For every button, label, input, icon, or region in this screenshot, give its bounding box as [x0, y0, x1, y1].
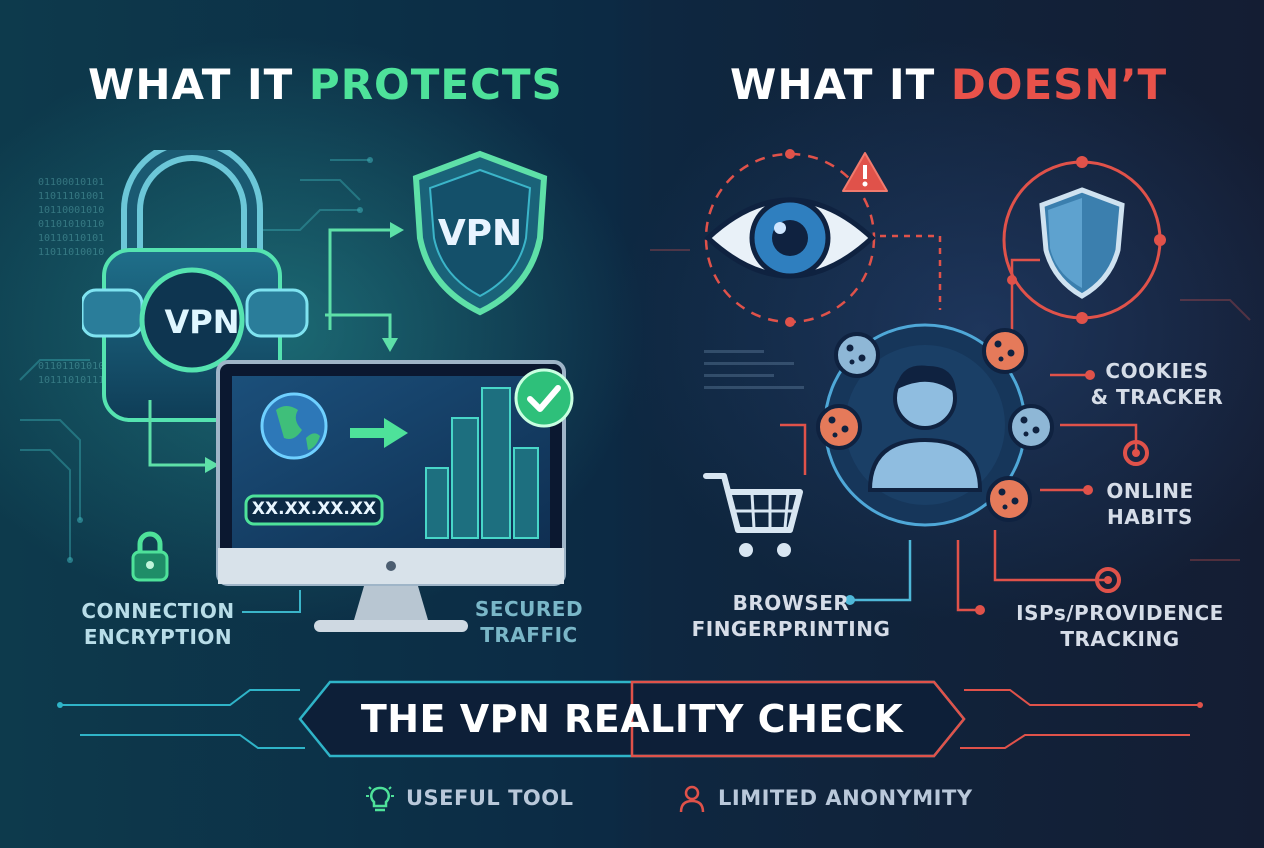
red-shield-icon — [1002, 156, 1166, 324]
label-line: ISPs/PROVIDENCE — [1016, 601, 1224, 625]
banner-frame — [57, 680, 1203, 758]
ip-address-field: XX.XX.XX.XX — [251, 499, 377, 519]
connector-lines-right — [780, 234, 1149, 615]
right-title-highlight: DOESN’T — [950, 60, 1168, 109]
small-padlock-icon — [131, 531, 169, 582]
binary-line: 01101010110 — [38, 219, 105, 230]
binary-line: 11011101001 — [38, 191, 105, 202]
right-title-prefix: WHAT IT — [730, 60, 951, 109]
label-line: HABITS — [1107, 505, 1193, 529]
label-line: & TRACKER — [1090, 385, 1224, 409]
arrow-right-icon — [205, 457, 219, 473]
footer-left-text: USEFUL TOOL — [406, 786, 574, 810]
footer-right-text: LIMITED ANONYMITY — [718, 786, 973, 810]
binary-line: 10110001010 — [38, 205, 105, 216]
warning-icon — [842, 152, 888, 192]
cookie-icon — [982, 328, 1028, 374]
label-isp-tracking: ISPs/PROVIDENCE TRACKING — [1000, 600, 1240, 652]
cookie-icon — [986, 476, 1032, 522]
monitor-icon — [216, 360, 566, 632]
eye-icon — [704, 149, 876, 327]
label-line: BROWSER — [732, 591, 850, 615]
label-line: ONLINE — [1106, 479, 1194, 503]
binary-line: 10110110101 — [38, 233, 105, 244]
shield-icon — [412, 150, 548, 316]
label-line: SECURED — [474, 597, 584, 621]
binary-line: 11011010010 — [38, 247, 105, 258]
arrow-right-icon — [384, 418, 408, 448]
checkmark-icon — [514, 368, 574, 428]
label-connector — [242, 590, 301, 613]
shopping-cart-icon — [703, 473, 803, 557]
left-title-highlight: PROTECTS — [308, 60, 563, 109]
left-title-prefix: WHAT IT — [88, 60, 309, 109]
label-line: CONNECTION — [81, 599, 235, 623]
cookie-icon — [834, 332, 880, 378]
city-buildings-icon — [425, 387, 539, 539]
binary-line: 01101101010 — [38, 361, 105, 372]
person-icon — [679, 785, 705, 813]
label-line: TRAFFIC — [480, 623, 578, 647]
label-line: TRACKING — [1060, 627, 1180, 651]
label-cookies-tracker: COOKIES & TRACKER — [1082, 358, 1232, 410]
label-browser-fingerprinting: BROWSER FINGERPRINTING — [686, 590, 896, 642]
binary-line: 01100010101 — [38, 177, 105, 188]
label-line: FINGERPRINTING — [691, 617, 891, 641]
cookie-icon — [816, 404, 862, 450]
lock-vpn-label: VPN — [164, 303, 240, 341]
lightbulb-icon — [366, 786, 394, 812]
banner-title: THE VPN REALITY CHECK — [360, 697, 904, 741]
arrow-right-icon — [390, 222, 404, 238]
label-line: ENCRYPTION — [83, 625, 233, 649]
cookie-icon — [1008, 404, 1054, 450]
left-title: WHAT IT PROTECTS — [88, 60, 563, 109]
label-online-habits: ONLINE HABITS — [1090, 478, 1210, 530]
right-title: WHAT IT DOESN’T — [730, 60, 1167, 109]
connector-arrows — [148, 222, 404, 473]
arrow-down-icon — [382, 338, 398, 352]
label-line: COOKIES — [1105, 359, 1209, 383]
user-avatar-icon — [823, 323, 1027, 527]
binary-line: 10111010111 — [38, 375, 105, 386]
label-secured-traffic: SECURED TRAFFIC — [466, 596, 592, 648]
label-connection-encryption: CONNECTION ENCRYPTION — [78, 598, 238, 650]
shield-vpn-label: VPN — [437, 213, 523, 254]
